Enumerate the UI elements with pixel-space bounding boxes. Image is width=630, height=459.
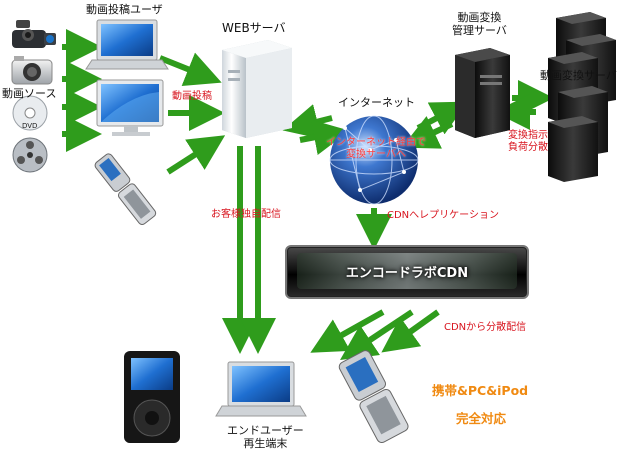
digital-camera-icon <box>12 56 52 84</box>
arrow-phone-to-server <box>168 145 210 172</box>
web-server-icon <box>222 40 292 138</box>
conversion-mgmt-line1: 動画変換 <box>452 12 507 25</box>
conversion-server-stack-icon <box>548 12 616 182</box>
instruction-label: 変換指示 負荷分散 <box>508 130 548 153</box>
svg-text:DVD: DVD <box>22 122 37 130</box>
via-internet-line1: インターネット経由で <box>326 137 426 149</box>
ipod-icon <box>124 351 180 443</box>
customer-delivery-label: お客様独自配信 <box>211 209 281 221</box>
end-user-line1: エンドユーザー <box>227 425 304 438</box>
support-line2-label: 完全対応 <box>456 412 506 426</box>
via-internet-label: インターネット経由で 変換サーバへ <box>326 137 426 160</box>
instruction-line1: 変換指示 <box>508 130 548 142</box>
conversion-mgmt-label: 動画変換 管理サーバ <box>452 12 507 37</box>
cdn-banner: エンコードラボCDN <box>285 245 529 299</box>
film-reel-icon <box>13 138 47 172</box>
instruction-line2: 負荷分散 <box>508 142 548 154</box>
management-server-icon <box>455 48 510 138</box>
internet-label: インターネット <box>338 97 415 110</box>
dvd-disc-icon: DVD <box>13 96 47 130</box>
monitor-icon <box>97 80 163 136</box>
conversion-mgmt-line2: 管理サーバ <box>452 25 507 38</box>
cdn-distribution-label: CDNから分散配信 <box>444 322 526 334</box>
end-user-phone-icon <box>338 349 410 444</box>
cdn-name-label: エンコードラボCDN <box>287 262 527 281</box>
web-server-label: WEBサーバ <box>222 22 286 36</box>
globe-icon <box>330 116 418 204</box>
flip-phone-icon <box>93 152 157 226</box>
video-posting-label: 動画投稿 <box>172 91 212 103</box>
laptop-icon <box>86 20 168 69</box>
arrow-cdn-to-phone-1 <box>355 312 412 350</box>
video-post-user-label: 動画投稿ユーザ <box>86 4 163 17</box>
support-line1-label: 携帯&PC&iPod <box>432 384 528 398</box>
via-internet-line2: 変換サーバへ <box>326 149 426 161</box>
end-user-laptop-icon <box>216 362 306 416</box>
end-user-label: エンドユーザー 再生端末 <box>227 425 304 450</box>
video-camera-icon <box>12 20 56 48</box>
arrow-internet-to-server <box>300 118 332 126</box>
cdn-replication-label: CDNへレプリケーション <box>387 210 499 222</box>
end-user-line2: 再生端末 <box>227 438 304 451</box>
conversion-server-label: 動画変換サーバ <box>540 70 617 83</box>
video-source-label: 動画ソース <box>2 88 56 101</box>
